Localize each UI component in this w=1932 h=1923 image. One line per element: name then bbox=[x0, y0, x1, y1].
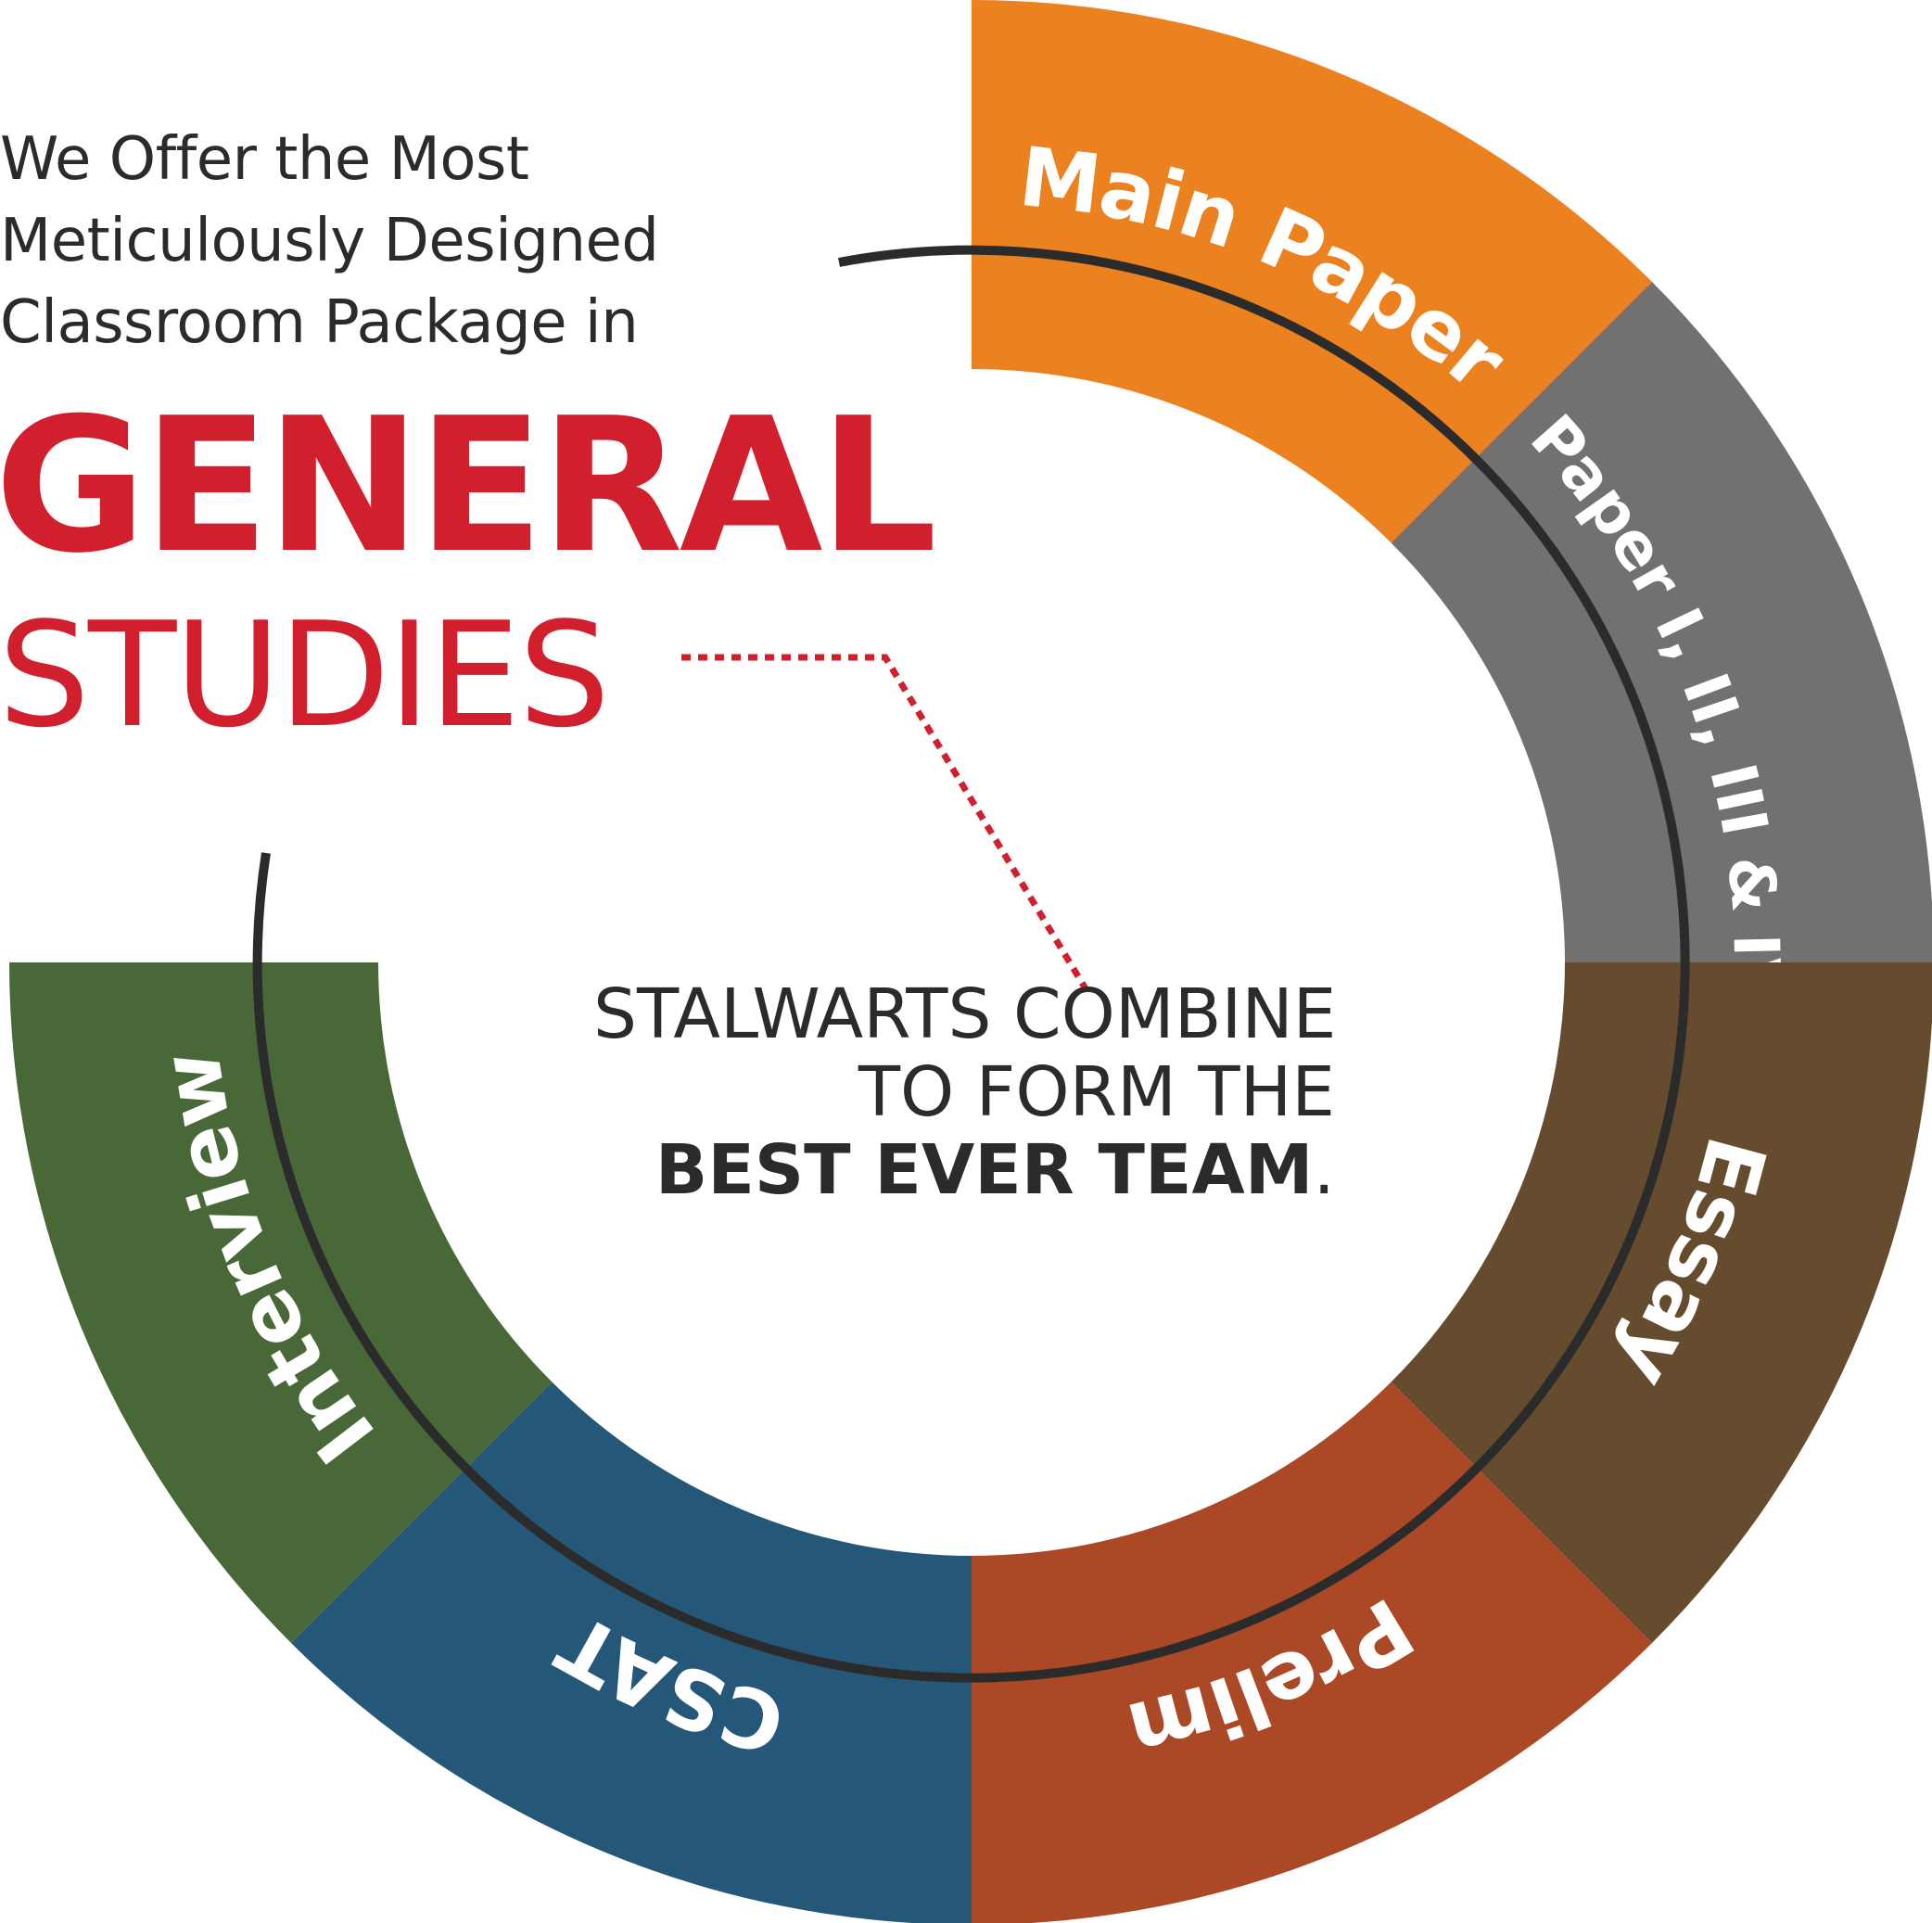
segment-interview bbox=[9, 962, 553, 1643]
segment-csat bbox=[291, 1382, 972, 1923]
segment-prelim bbox=[972, 1382, 1652, 1923]
title-studies: STUDIES bbox=[0, 591, 610, 759]
segment-main-paper bbox=[972, 0, 1652, 543]
tagline-period: . bbox=[1313, 1130, 1335, 1210]
segment-paper-i-ii-iii-iv bbox=[1391, 282, 1932, 962]
intro-line-3: Classroom Package in bbox=[0, 288, 639, 357]
intro-text: We Offer the Most Meticulously Designed … bbox=[0, 119, 834, 363]
segment-essay bbox=[1391, 962, 1932, 1643]
intro-line-1: We Offer the Most bbox=[0, 125, 529, 194]
tagline-line-2: TO FORM THE bbox=[858, 1052, 1335, 1132]
intro-line-2: Meticulously Designed bbox=[0, 207, 659, 275]
title-general: GENERAL bbox=[0, 378, 937, 594]
tagline: STALWARTS COMBINE TO FORM THE BEST EVER … bbox=[593, 974, 1337, 1209]
tagline-line-1: STALWARTS COMBINE bbox=[593, 974, 1337, 1054]
inner-arc-line bbox=[252, 245, 1690, 1683]
tagline-bold: BEST EVER TEAM bbox=[655, 1130, 1314, 1210]
dotted-leader-line bbox=[681, 654, 1089, 992]
tagline-line-3: BEST EVER TEAM. bbox=[593, 1131, 1335, 1209]
